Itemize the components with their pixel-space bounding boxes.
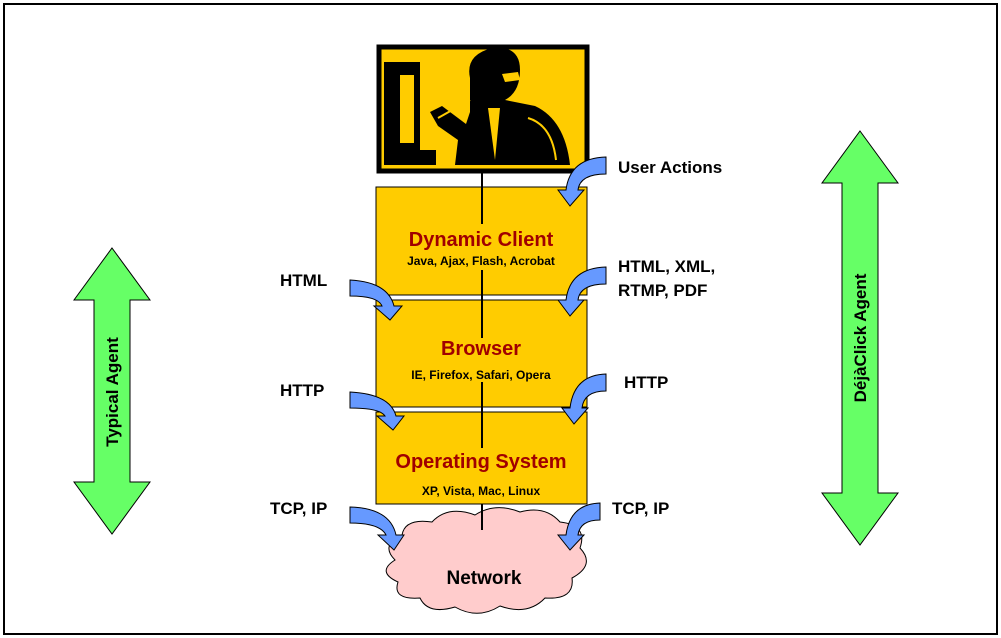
right-tcp-arrow [556, 502, 601, 551]
left-label-tcp: TCP, IP [270, 499, 327, 518]
right-label-html-xml-line1: HTML, XML, [618, 257, 715, 276]
right-label-html-xml-line2: RTMP, PDF [618, 281, 707, 300]
right-html-xml-arrow [557, 266, 607, 317]
right-label-tcp: TCP, IP [612, 499, 669, 518]
left-tcp-arrow [349, 506, 405, 551]
dejaclick-agent-label: DéjàClick Agent [851, 273, 870, 402]
left-http-arrow [349, 391, 406, 431]
dejaclick-agent-arrow: DéjàClick Agent [821, 130, 899, 546]
layer-subtitle-operating-system: XP, Vista, Mac, Linux [422, 484, 541, 498]
left-html-arrow [349, 279, 404, 321]
network-label: Network [447, 568, 522, 589]
layer-subtitle-browser: IE, Firefox, Safari, Opera [411, 368, 551, 382]
layer-title-dynamic-client: Dynamic Client [409, 229, 554, 251]
layer-title-operating-system: Operating System [395, 451, 566, 473]
user-at-computer-icon [376, 44, 590, 174]
right-label-user-actions: User Actions [618, 158, 722, 177]
typical-agent-label: Typical Agent [103, 337, 122, 447]
left-label-html: HTML [280, 271, 327, 290]
typical-agent-arrow: Typical Agent [73, 247, 151, 535]
right-user-actions-arrow [557, 156, 607, 207]
layer-subtitle-dynamic-client: Java, Ajax, Flash, Acrobat [407, 254, 555, 268]
layer-title-browser: Browser [441, 338, 521, 360]
left-label-http: HTTP [280, 381, 324, 400]
network-cloud-icon [385, 507, 587, 614]
right-http-arrow [561, 373, 607, 425]
right-label-http: HTTP [624, 373, 668, 392]
